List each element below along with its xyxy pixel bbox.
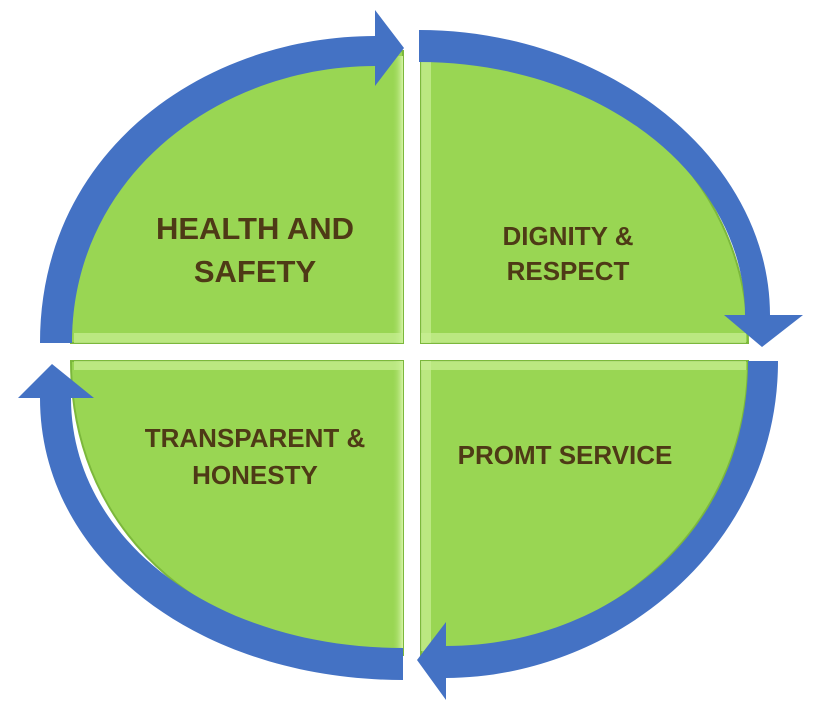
label-health-and-safety-line-1: HEALTH AND	[156, 211, 354, 246]
arrow-top-right-icon	[419, 30, 803, 347]
arrow-top-left-icon	[40, 10, 404, 343]
label-health-and-safety-line-2: SAFETY	[194, 254, 317, 289]
label-transparent-and-honesty-line-2: HONESTY	[192, 460, 318, 490]
quadrant-promt-service	[420, 360, 750, 657]
label-promt-service: PROMT SERVICE	[458, 440, 673, 470]
label-health-and-safety: HEALTH AND SAFETY	[156, 211, 354, 289]
label-promt-service-line-1: PROMT SERVICE	[458, 440, 673, 470]
arrow-bottom-right-icon	[417, 361, 778, 700]
label-transparent-and-honesty-line-1: TRANSPARENT &	[145, 423, 366, 453]
quadrant-transparent-and-honesty	[69, 360, 404, 657]
label-dignity-and-respect-line-1: DIGNITY &	[503, 221, 634, 251]
label-dignity-and-respect: DIGNITY & RESPECT	[503, 221, 634, 286]
arrow-bottom-left-icon	[18, 364, 403, 680]
label-dignity-and-respect-line-2: RESPECT	[507, 256, 630, 286]
label-transparent-and-honesty: TRANSPARENT & HONESTY	[145, 423, 366, 490]
